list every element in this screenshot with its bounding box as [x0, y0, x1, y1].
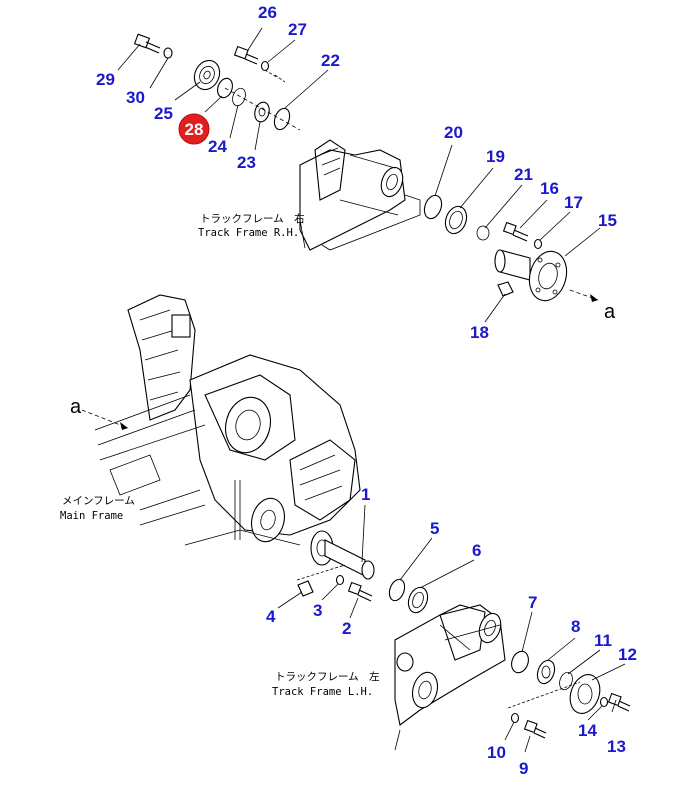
part-label-4[interactable]: 4: [266, 607, 276, 626]
connector-mark-upper: a: [604, 301, 616, 323]
caption-main-jp: メインフレーム: [62, 495, 135, 507]
part-label-19[interactable]: 19: [486, 147, 505, 166]
part-label-24[interactable]: 24: [208, 137, 227, 156]
part-label-21[interactable]: 21: [514, 165, 533, 184]
part-label-27[interactable]: 27: [288, 20, 307, 39]
part-number-labels: 29 30 25 24 26 27 23 22 20 19 21 16 17 1…: [96, 3, 637, 778]
bolt-2-drawing: [347, 581, 373, 602]
cover-12-drawing: [569, 674, 601, 714]
caption-main-en: Main Frame: [60, 510, 123, 522]
part-label-13[interactable]: 13: [607, 737, 626, 756]
washer-27-drawing: [260, 60, 270, 72]
connector-mark-left: a: [70, 396, 82, 418]
part-label-6[interactable]: 6: [472, 541, 481, 560]
ring-20-drawing: [423, 194, 443, 220]
fitting-18-drawing: [497, 281, 514, 297]
part-label-3[interactable]: 3: [313, 601, 322, 620]
shaft-15-drawing: [494, 249, 568, 302]
part-label-2[interactable]: 2: [342, 619, 351, 638]
highlighted-part-28[interactable]: 28: [178, 113, 210, 145]
part-label-8[interactable]: 8: [571, 617, 580, 636]
leader-lines: [117, 27, 626, 753]
part-label-7[interactable]: 7: [528, 593, 537, 612]
track-frame-rh-drawing: [299, 139, 421, 251]
ring-6-drawing: [407, 586, 429, 614]
caption-track-lh-jp: トラックフレーム 左: [275, 670, 380, 683]
part-label-15[interactable]: 15: [598, 211, 617, 230]
part-label-12[interactable]: 12: [618, 645, 637, 664]
bolt-29-drawing: [133, 33, 161, 54]
oring-11-drawing: [559, 671, 573, 691]
part-label-16[interactable]: 16: [540, 179, 559, 198]
part-label-1[interactable]: 1: [361, 485, 370, 504]
top-seal-group: [133, 33, 301, 131]
part-label-18[interactable]: 18: [470, 323, 489, 342]
highlight-badge: [178, 113, 210, 145]
part-label-22[interactable]: 22: [321, 51, 340, 70]
bolt-13-drawing: [607, 692, 631, 712]
part-label-17[interactable]: 17: [564, 193, 583, 212]
washer-10-drawing: [510, 712, 520, 724]
fitting-4-drawing: [297, 580, 314, 597]
part-label-25[interactable]: 25: [154, 104, 173, 123]
part-label-9[interactable]: 9: [519, 759, 528, 778]
seal-25-drawing: [193, 59, 221, 91]
caption-track-lh-en: Track Frame L.H.: [272, 686, 373, 698]
part-label-29[interactable]: 29: [96, 70, 115, 89]
washer-17-drawing: [533, 238, 543, 250]
oring-28-drawing: [217, 77, 233, 99]
part-label-14[interactable]: 14: [578, 721, 597, 740]
part-label-5[interactable]: 5: [430, 519, 439, 538]
ring-19-drawing: [444, 205, 468, 235]
ring-5-drawing: [388, 578, 406, 602]
shaft-1-drawing: [310, 530, 375, 580]
ring-7-drawing: [511, 650, 529, 674]
bolt-16-drawing: [502, 221, 529, 242]
gear-8-drawing: [536, 659, 556, 685]
caption-track-rh-jp: トラックフレーム 右: [200, 212, 305, 225]
main-frame-drawing: [94, 294, 361, 546]
oring-22-drawing: [273, 107, 291, 131]
part-label-10[interactable]: 10: [487, 743, 506, 762]
part-label-26[interactable]: 26: [258, 3, 277, 22]
part-label-23[interactable]: 23: [237, 153, 256, 172]
caption-track-rh-en: Track Frame R.H.: [198, 227, 299, 239]
part-label-30[interactable]: 30: [126, 88, 145, 107]
part-label-28[interactable]: 28: [185, 120, 204, 139]
track-frame-lh-drawing: [394, 604, 506, 751]
bolt-26-drawing: [233, 45, 259, 65]
bolt-9-drawing: [523, 719, 547, 739]
plug-21-drawing: [476, 225, 490, 241]
part-label-11[interactable]: 11: [594, 631, 612, 650]
washer-30-drawing: [163, 47, 173, 59]
part-label-20[interactable]: 20: [444, 123, 463, 142]
washer-3-drawing: [335, 574, 345, 586]
washer-14-drawing: [599, 696, 609, 708]
oring-24-drawing: [232, 87, 246, 107]
